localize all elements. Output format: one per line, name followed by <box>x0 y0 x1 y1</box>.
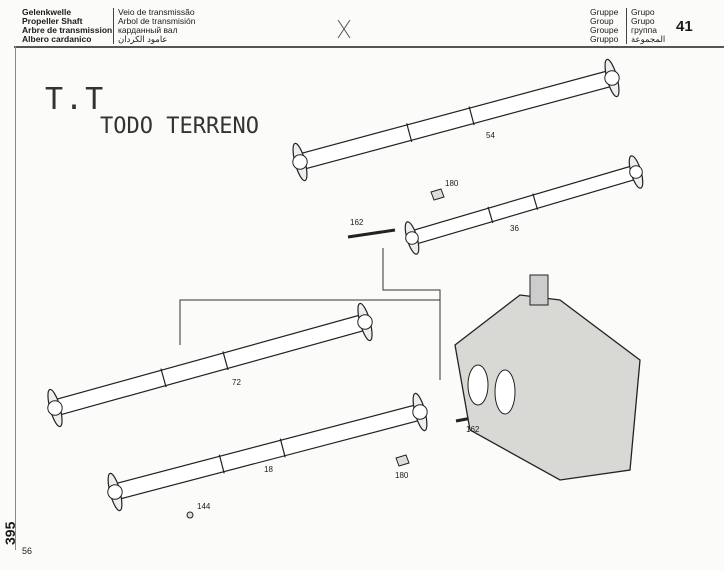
handwritten-tt: T.T <box>45 82 106 117</box>
callout-54: 54 <box>486 131 495 140</box>
shaft-18-tube <box>112 403 423 501</box>
transfer-case-flange-1 <box>467 364 489 406</box>
transfer-case-output <box>529 274 549 306</box>
left-margin-line <box>15 46 16 550</box>
group-de: Gruppe <box>590 7 619 17</box>
shaft-54-joint-0 <box>292 154 308 170</box>
group-labels-left: Gruppe Group Groupe Gruppo <box>590 8 618 44</box>
callout-162-bottom: 162 <box>466 425 480 434</box>
group-en: Group <box>590 16 614 26</box>
side-page-number: 395 <box>2 521 18 545</box>
title-pt: Veio de transmissão <box>118 7 195 17</box>
shaft-36-joint-0 <box>405 231 419 245</box>
shaft-54-tube <box>297 69 615 171</box>
shaft-18-joint-1 <box>412 404 428 420</box>
shaft-54-joint-1 <box>604 70 620 86</box>
shaft-36-joint-1 <box>629 165 643 179</box>
callout-144: 144 <box>197 502 211 511</box>
nut-180-bottom <box>395 454 410 467</box>
transfer-case <box>454 294 641 481</box>
group-ru: группа <box>631 25 657 35</box>
group-labels-right: Grupo Grupo группа المجموعة <box>626 8 665 44</box>
group-ar: المجموعة <box>631 34 666 44</box>
shaft-54-ring-1 <box>468 106 475 126</box>
grease-fitting-144 <box>186 511 194 519</box>
callout-180-top: 180 <box>445 179 459 188</box>
callout-180-bottom: 180 <box>395 471 409 480</box>
shaft-18-joint-0 <box>107 484 123 500</box>
title-ru: карданный вал <box>118 25 178 35</box>
title-languages-left: Gelenkwelle Propeller Shaft Arbre de tra… <box>22 8 112 44</box>
callout-162-top: 162 <box>350 218 364 227</box>
shaft-72-joint-0 <box>47 400 63 416</box>
bolt-162-top <box>347 228 396 239</box>
shaft-36-tube <box>409 164 639 246</box>
title-en: Propeller Shaft <box>22 16 83 26</box>
shaft-18-ring-0 <box>218 454 225 474</box>
shaft-36-ring-0 <box>487 206 494 224</box>
shaft-54-ring-0 <box>406 123 413 143</box>
group-it: Gruppo <box>590 34 619 44</box>
transfer-case-flange-2 <box>494 369 516 415</box>
page-number: 56 <box>22 546 33 556</box>
title-de: Gelenkwelle <box>22 7 72 17</box>
leader-shaft-72 <box>179 299 441 380</box>
group-number: 41 <box>676 18 693 35</box>
title-it: Albero cardanico <box>22 34 92 44</box>
leader-shaft-36 <box>382 248 441 330</box>
shaft-18-ring-1 <box>279 438 286 458</box>
callout-72: 72 <box>232 378 241 387</box>
title-es: Arbol de transmisión <box>118 16 196 26</box>
group-pt: Grupo <box>631 7 655 17</box>
shaft-36-ring-1 <box>532 193 539 210</box>
shaft-72-ring-1 <box>222 351 229 371</box>
pen-mark-2 <box>337 19 351 39</box>
group-es: Grupo <box>631 16 655 26</box>
group-fr: Groupe <box>590 25 619 35</box>
header-divider <box>14 46 724 48</box>
callout-18: 18 <box>264 465 273 474</box>
title-fr: Arbre de transmission <box>22 25 113 35</box>
shaft-72-ring-0 <box>160 368 167 388</box>
title-ar: عامود الكردان <box>118 34 168 44</box>
shaft-72-tube <box>52 313 368 417</box>
nut-180-top <box>430 188 445 201</box>
callout-36: 36 <box>510 224 519 233</box>
shaft-72-joint-1 <box>357 314 373 330</box>
handwritten-todo-terreno: TODO TERRENO <box>100 114 259 139</box>
title-languages-right: Veio de transmissão Arbol de transmisión… <box>113 8 195 44</box>
